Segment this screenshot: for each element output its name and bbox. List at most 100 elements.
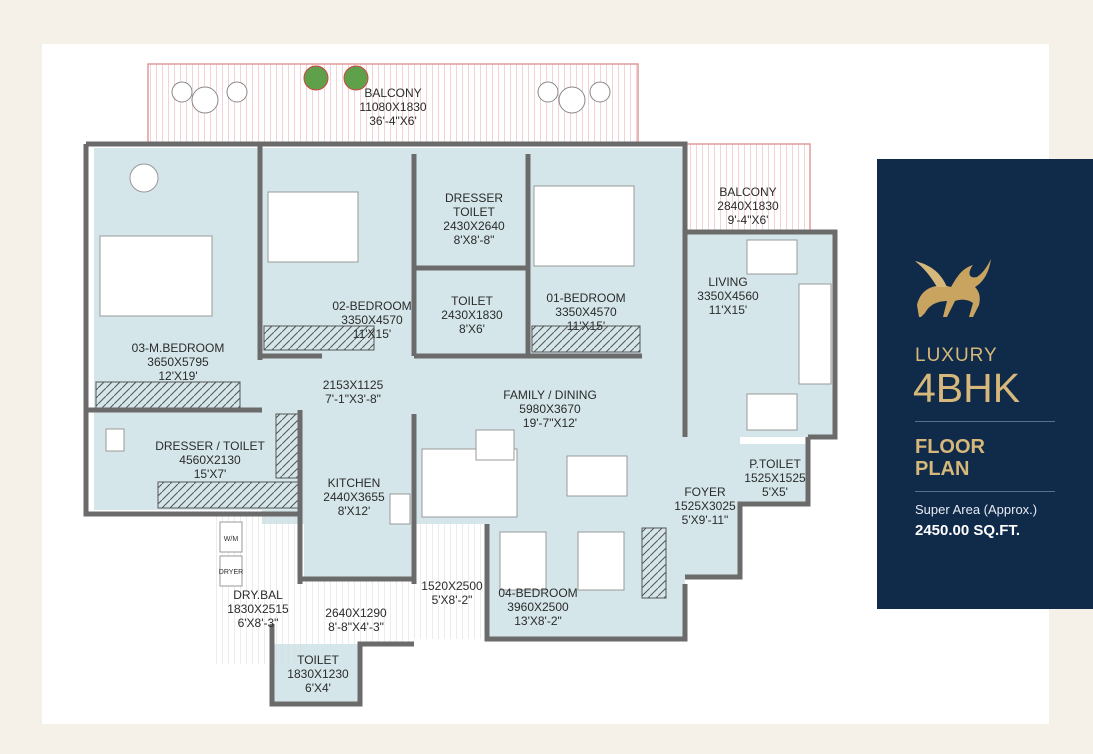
balcony-top bbox=[147, 63, 639, 145]
label-living: LIVING bbox=[708, 275, 747, 289]
label-family-dining: FAMILY / DINING bbox=[503, 388, 597, 402]
divider bbox=[915, 421, 1055, 422]
bed-icon bbox=[577, 531, 625, 591]
imperial-toilet-bottom: 6'X4' bbox=[305, 681, 331, 695]
imperial-kitchen: 8'X12' bbox=[338, 504, 371, 518]
room-lower-passage bbox=[304, 579, 414, 644]
bed-icon bbox=[99, 235, 213, 317]
balcony-chair-icon bbox=[226, 81, 248, 103]
wardrobes bbox=[95, 325, 667, 599]
info-panel: LUXURY 4BHK FLOOR PLAN Super Area (Appro… bbox=[877, 159, 1093, 609]
imperial-balcony-right: 9'-4"X6' bbox=[728, 213, 769, 227]
label-toilet-bottom: TOILET bbox=[297, 653, 339, 667]
room-toilet-mid bbox=[414, 268, 528, 356]
floor-plan-sheet: W/M DRYER BALCONY 11080X1830 36'-4"X6' B… bbox=[42, 44, 1049, 724]
size-foyer: 1525X3025 bbox=[674, 499, 736, 513]
dryer-icon bbox=[219, 555, 243, 587]
bed-icon bbox=[533, 185, 635, 267]
size-passage: 2153X1125 bbox=[323, 378, 384, 392]
label-kitchen: KITCHEN bbox=[328, 476, 381, 490]
imperial-toilet-mid: 8'X6' bbox=[459, 322, 485, 336]
round-table-icon bbox=[129, 163, 159, 193]
size-bedroom-01: 3350X4570 bbox=[555, 305, 617, 319]
size-living: 3350X4560 bbox=[697, 289, 759, 303]
label-bedroom-02: 02-BEDROOM bbox=[332, 299, 411, 313]
label-bedroom-03: 03-M.BEDROOM bbox=[132, 341, 225, 355]
floor-label: FLOOR bbox=[915, 436, 985, 458]
balcony-chair-icon bbox=[171, 81, 193, 103]
label-dresser-toilet-left: DRESSER / TOILET bbox=[155, 439, 265, 453]
imperial-bedroom-04: 13'X8'-2" bbox=[514, 614, 562, 628]
dining-table-icon bbox=[566, 455, 628, 497]
label-foyer: FOYER bbox=[684, 485, 726, 499]
room-p-toilet bbox=[740, 444, 808, 504]
sofa-icon bbox=[798, 283, 832, 385]
dryer-label: DRYER bbox=[219, 569, 243, 576]
label-balcony-right: BALCONY bbox=[719, 185, 776, 199]
size-bedroom-02: 3350X4570 bbox=[341, 313, 403, 327]
label-toilet-mid: TOILET bbox=[451, 294, 493, 308]
label-dry-bal: DRY.BAL bbox=[233, 588, 283, 602]
imperial-dresser-toilet-top: 8'X8'-8" bbox=[454, 233, 495, 247]
imperial-balcony-top: 36'-4"X6' bbox=[369, 114, 417, 128]
unit-type: 4BHK bbox=[913, 365, 1021, 411]
bed-icon bbox=[499, 531, 547, 591]
balcony-right bbox=[684, 143, 811, 233]
plant-icon bbox=[303, 65, 329, 91]
label-bedroom-04: 04-BEDROOM bbox=[498, 586, 577, 600]
balcony-chair-icon bbox=[537, 81, 559, 103]
size-balcony-right: 2840X1830 bbox=[717, 199, 779, 213]
luxury-label: LUXURY bbox=[915, 345, 998, 366]
size-balcony-top: 11080X1830 bbox=[359, 100, 427, 114]
imperial-dresser-toilet-left: 15'X7' bbox=[194, 467, 227, 481]
sofa-icon bbox=[746, 393, 798, 431]
walls bbox=[83, 141, 838, 707]
size-family-dining: 5980X3670 bbox=[519, 402, 581, 416]
label-balcony-top: BALCONY bbox=[364, 86, 421, 100]
size-dry-bal: 1830X2515 bbox=[227, 602, 289, 616]
label-dresser-toilet-top: DRESSER bbox=[445, 191, 503, 205]
room-dresser-toilet-top bbox=[414, 148, 528, 268]
imperial-lower-passage: 8'-8"X4'-3" bbox=[328, 620, 384, 634]
imperial-passage: 7'-1"X3'-8" bbox=[325, 392, 381, 406]
floor-plan-drawing: W/M DRYER BALCONY 11080X1830 36'-4"X6' B… bbox=[83, 63, 838, 707]
sofa-icon bbox=[746, 239, 798, 275]
pegasus-icon bbox=[915, 259, 991, 317]
toilet-icon bbox=[105, 428, 125, 452]
size-dresser-toilet-left: 4560X2130 bbox=[179, 453, 241, 467]
imperial-foyer: 5'X9'-11" bbox=[682, 513, 729, 527]
bed-icon bbox=[267, 191, 359, 263]
size-utility-passage: 1520X2500 bbox=[421, 579, 483, 593]
room-utility-passage bbox=[414, 524, 487, 639]
washer-icon bbox=[219, 521, 243, 553]
label2-dresser-toilet-top: TOILET bbox=[453, 205, 495, 219]
imperial-p-toilet: 5'X5' bbox=[762, 485, 788, 499]
label-p-toilet: P.TOILET bbox=[749, 457, 801, 471]
size-toilet-bottom: 1830X1230 bbox=[287, 667, 349, 681]
divider bbox=[915, 491, 1055, 492]
super-area-label: Super Area (Approx.) bbox=[915, 502, 1038, 517]
size-lower-passage: 2640X1290 bbox=[325, 606, 387, 620]
imperial-living: 11'X15' bbox=[709, 303, 747, 317]
size-toilet-mid: 2430X1830 bbox=[441, 308, 503, 322]
coffee-table-icon bbox=[475, 429, 515, 461]
imperial-family-dining: 19'-7"X12' bbox=[523, 416, 577, 430]
plant-icon bbox=[343, 65, 369, 91]
size-p-toilet: 1525X1525 bbox=[744, 471, 806, 485]
imperial-bedroom-03: 12'X19' bbox=[158, 369, 197, 383]
room-foyer bbox=[685, 437, 740, 577]
size-kitchen: 2440X3655 bbox=[323, 490, 385, 504]
balcony-chair-icon bbox=[589, 81, 611, 103]
stove-icon bbox=[389, 493, 411, 525]
size-bedroom-04: 3960X2500 bbox=[507, 600, 569, 614]
plan-label: PLAN bbox=[915, 458, 970, 480]
imperial-bedroom-01: 11'X15' bbox=[567, 319, 605, 333]
imperial-dry-bal: 6'X8'-3" bbox=[238, 616, 279, 630]
balcony-table-icon bbox=[558, 86, 586, 114]
size-dresser-toilet-top: 2430X2640 bbox=[443, 219, 505, 233]
furniture bbox=[99, 163, 832, 591]
washer-label: W/M bbox=[224, 536, 239, 543]
super-area-value: 2450.00 SQ.FT. bbox=[915, 522, 1021, 539]
size-bedroom-03: 3650X5795 bbox=[147, 355, 209, 369]
imperial-bedroom-02: 11'X15' bbox=[353, 327, 391, 341]
